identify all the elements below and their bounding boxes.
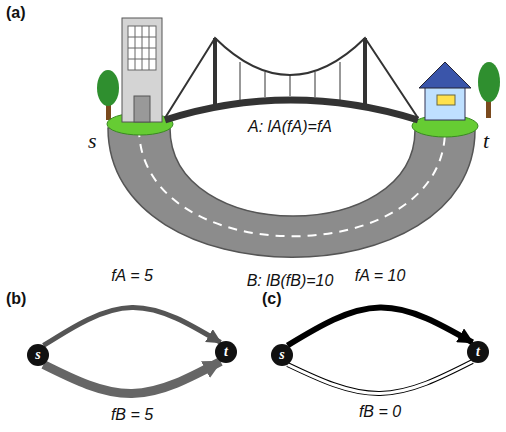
panel-label: (c)	[262, 290, 282, 308]
flow-arrow	[44, 307, 221, 345]
graph-node: t	[467, 341, 489, 363]
road	[108, 128, 475, 257]
node-letter: s	[88, 128, 97, 154]
flow-arrow	[288, 362, 473, 394]
tree	[97, 70, 119, 106]
latency-formula: B: lB(fB)=10	[247, 272, 334, 290]
edge-outline	[288, 362, 473, 394]
road-centerline	[139, 128, 445, 236]
flow-label: fA = 5	[111, 267, 153, 285]
graph-node: s	[27, 344, 49, 366]
panel-label: (b)	[6, 290, 26, 308]
flow-label: fB = 5	[111, 406, 153, 424]
tree	[478, 62, 500, 102]
flow-label: fB = 0	[359, 403, 401, 421]
flow-label: fA = 10	[355, 267, 406, 285]
node-letter: t	[483, 128, 489, 154]
latency-formula: A: lA(fA)=fA	[248, 118, 332, 136]
house	[419, 62, 471, 120]
panel-label: (a)	[6, 4, 26, 22]
node-letter: t	[476, 345, 480, 359]
graph-node: t	[215, 341, 237, 363]
office-building	[122, 18, 162, 122]
flow-arrow	[288, 307, 473, 345]
node-letter: s	[35, 348, 40, 362]
suspension-bridge	[165, 38, 418, 120]
flow-arrow	[44, 362, 221, 394]
node-letter: s	[279, 348, 284, 362]
graph-node: s	[271, 344, 293, 366]
node-letter: t	[224, 345, 228, 359]
